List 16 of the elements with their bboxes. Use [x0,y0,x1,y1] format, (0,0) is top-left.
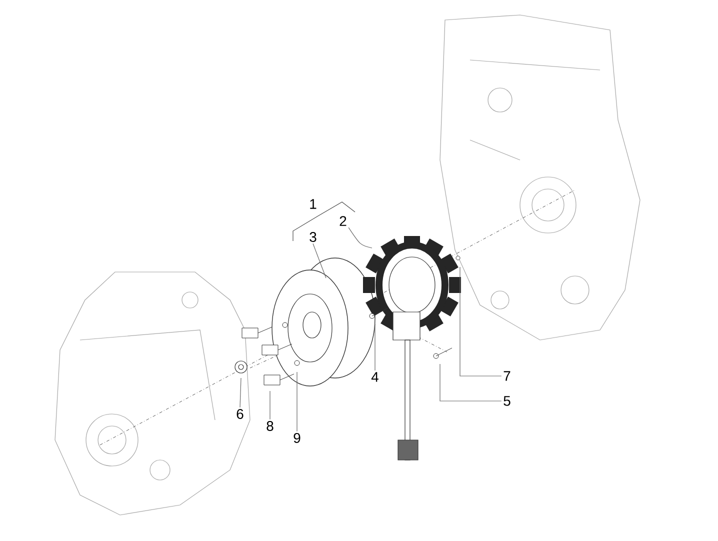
callout-number: 9 [294,433,300,443]
callout-number: 6 [236,409,244,419]
callout-number: 3 [310,232,316,242]
leader-line [374,324,376,371]
leader-line [296,372,298,432]
leader-line [348,227,372,248]
callout-number: 7 [504,371,510,381]
callout-number: 2 [340,216,346,226]
callout-number: 1 [310,199,316,209]
callout-number: 8 [266,421,274,431]
leader-line [460,266,502,376]
leader-line [240,378,242,408]
leader-line [312,243,326,278]
callout-number: 5 [504,396,510,406]
leader-line [440,364,502,402]
callout-number: 4 [371,372,378,382]
